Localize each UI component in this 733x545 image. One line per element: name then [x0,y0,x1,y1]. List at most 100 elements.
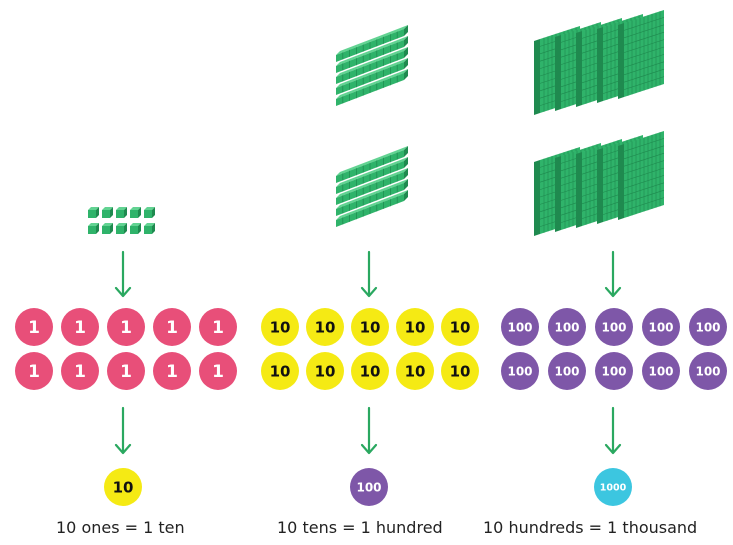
svg-text:1: 1 [212,362,224,382]
ten-rod [336,157,408,194]
svg-text:10: 10 [270,318,291,336]
ten-rod [336,168,408,205]
ones-column: 1 1 1 1 1 1 1 1 1 1 10 [15,207,237,506]
ten-rod [336,190,408,227]
tens-counter: 10 [306,308,344,346]
unit-cube [130,223,141,234]
tens-counter: 10 [261,308,299,346]
tens-counter: 10 [441,352,479,390]
down-arrow-icon [360,406,378,455]
down-arrow-icon [114,406,132,455]
svg-text:100: 100 [507,364,532,378]
svg-text:10: 10 [405,362,426,380]
svg-text:10: 10 [270,362,291,380]
down-arrow-icon [360,250,378,298]
ones-counter: 1 [107,308,145,346]
unit-cube [130,207,141,218]
ten-rod [336,146,408,183]
svg-text:1: 1 [120,362,132,382]
unit-cube [144,207,155,218]
unit-cube [116,207,127,218]
svg-text:10: 10 [113,478,134,496]
hundreds-counter: 100 [548,308,586,346]
svg-text:1: 1 [166,318,178,338]
hundred-result-counter: 100 [350,468,388,506]
ten-rod [336,47,408,84]
unit-cube [102,223,113,234]
tens-counter: 10 [351,308,389,346]
ones-counter: 1 [61,308,99,346]
hundreds-caption: 10 hundreds = 1 thousand [483,518,698,537]
tens-column: 10 10 10 10 10 10 10 10 10 10 100 [261,25,479,506]
ones-counter: 1 [199,352,237,390]
svg-text:10: 10 [360,318,381,336]
svg-text:100: 100 [695,320,720,334]
svg-text:10: 10 [360,362,381,380]
thousand-result-counter: 1000 [594,468,632,506]
svg-text:100: 100 [554,320,579,334]
ten-rod [336,69,408,106]
unit-cube [88,207,99,218]
ten-result-counter: 10 [104,468,142,506]
svg-text:10: 10 [450,318,471,336]
svg-text:1: 1 [166,362,178,382]
hundreds-counter: 100 [501,352,539,390]
svg-text:100: 100 [695,364,720,378]
tens-counter: 10 [306,352,344,390]
ones-caption: 10 ones = 1 ten [56,518,185,537]
ten-rods [336,25,408,227]
unit-cube [144,223,155,234]
svg-text:1000: 1000 [600,482,627,493]
hundred-flat [618,10,665,99]
svg-text:100: 100 [554,364,579,378]
svg-text:1: 1 [74,318,86,338]
tens-caption: 10 tens = 1 hundred [277,518,443,537]
hundreds-counter: 100 [501,308,539,346]
svg-text:1: 1 [28,362,40,382]
tens-counter: 10 [261,352,299,390]
hundreds-counter: 100 [642,352,680,390]
hundreds-counter: 100 [548,352,586,390]
hundreds-column: 100 100 100 100 100 100 100 100 100 100 1000 [501,10,727,506]
ones-counter: 1 [153,308,191,346]
ones-counter: 1 [199,308,237,346]
hundred-flats [534,10,665,236]
tens-counter: 10 [441,308,479,346]
tens-counter: 10 [396,352,434,390]
svg-text:10: 10 [315,362,336,380]
svg-text:1: 1 [74,362,86,382]
ones-counter: 1 [61,352,99,390]
svg-text:100: 100 [507,320,532,334]
svg-text:100: 100 [601,364,626,378]
svg-text:10: 10 [450,362,471,380]
svg-text:1: 1 [212,318,224,338]
tens-counter: 10 [396,308,434,346]
unit-cube [88,223,99,234]
ones-counter: 1 [107,352,145,390]
ten-rod [336,36,408,73]
down-arrow-icon [114,250,132,298]
svg-text:100: 100 [648,320,673,334]
svg-text:10: 10 [405,318,426,336]
hundreds-counter: 100 [689,352,727,390]
hundreds-counter: 100 [595,352,633,390]
ones-counter: 1 [15,352,53,390]
hundred-flat [618,131,665,220]
svg-text:100: 100 [648,364,673,378]
down-arrow-icon [604,406,622,455]
ones-counter: 1 [15,308,53,346]
down-arrow-icon [604,250,622,298]
ten-rod [336,179,408,216]
ones-counter: 1 [153,352,191,390]
ten-rod [336,25,408,62]
tens-counter: 10 [351,352,389,390]
svg-text:1: 1 [120,318,132,338]
unit-cube [102,207,113,218]
ten-rod [336,58,408,95]
svg-text:100: 100 [601,320,626,334]
svg-text:100: 100 [356,480,381,494]
svg-text:10: 10 [315,318,336,336]
unit-cube [116,223,127,234]
hundreds-counter: 100 [642,308,680,346]
